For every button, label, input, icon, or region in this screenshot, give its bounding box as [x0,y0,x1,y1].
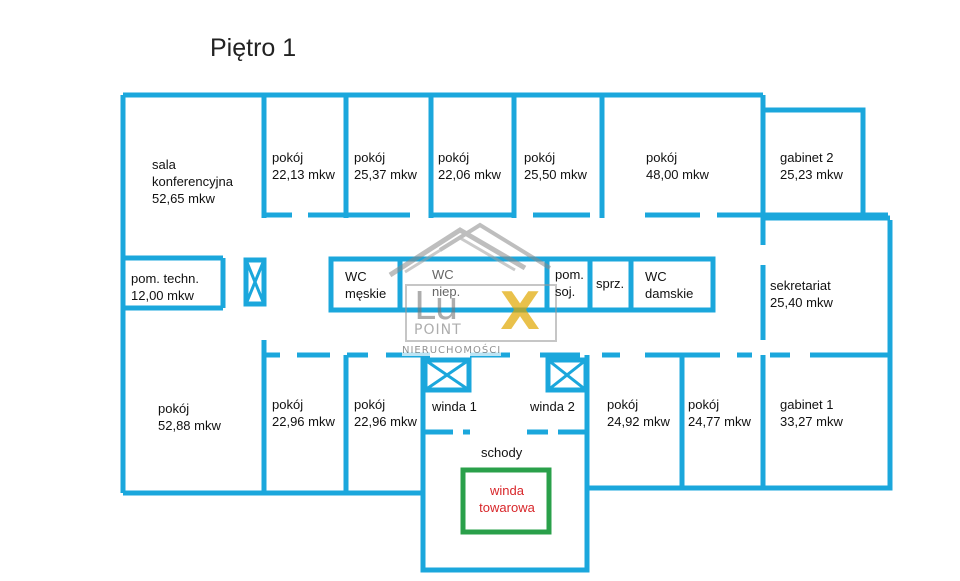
room-pokoj-7: pokój 22,96 mkw [272,397,335,429]
room-pokoj-10: pokój 24,77 mkw [688,397,751,429]
watermark-tagline: NIERUCHOMOŚCI [402,345,502,356]
room-secretariat: sekretariat 25,40 mkw [770,278,833,310]
elevator-1-shaft [422,357,472,393]
room-wc-disabled: WC niep. [432,267,461,299]
freight-elevator-box [460,467,552,535]
wc-block [328,256,716,313]
outer-wall [120,92,893,573]
room-gabinet-1: gabinet 1 33,27 mkw [780,397,843,429]
room-pokoj-6: pokój 52,88 mkw [158,401,221,433]
room-conference: sala konferencyjna 52,65 mkw [152,157,233,206]
room-elevator-1: winda 1 [432,399,477,414]
room-wc-women: WC damskie [645,269,694,301]
watermark-x: X [500,282,541,342]
room-pokoj-4: pokój 25,50 mkw [524,150,587,182]
room-freight-elevator: winda towarowa [479,483,535,515]
room-stairs: schody [481,445,523,460]
tech-room-wall [123,255,226,311]
floor-title: Piętro 1 [210,34,297,62]
room-elevator-2: winda 2 [530,399,575,414]
top-partitions [261,95,766,218]
room-pokoj-2: pokój 25,37 mkw [354,150,417,182]
room-pokoj-1: pokój 22,13 mkw [272,150,335,182]
room-tech: pom. techn. 12,00 mkw [131,271,199,303]
room-pokoj-3: pokój 22,06 mkw [438,150,501,182]
watermark-point: POINT [414,322,462,338]
walls [120,92,893,573]
room-gabinet-2: gabinet 2 25,23 mkw [780,150,843,182]
room-pokoj-8: pokój 22,96 mkw [354,397,417,429]
room-wc-men: WC męskie [345,269,387,301]
elevator-2-shaft [545,357,589,393]
watermark-logo [388,222,557,342]
watermark-lu: Lu [414,284,459,328]
room-cleaning: sprz. [596,276,625,291]
room-social: pom. soj. [555,267,584,299]
room-pokoj-9: pokój 24,92 mkw [607,397,670,429]
room-pokoj-5: pokój 48,00 mkw [646,150,709,182]
shaft [243,257,267,307]
